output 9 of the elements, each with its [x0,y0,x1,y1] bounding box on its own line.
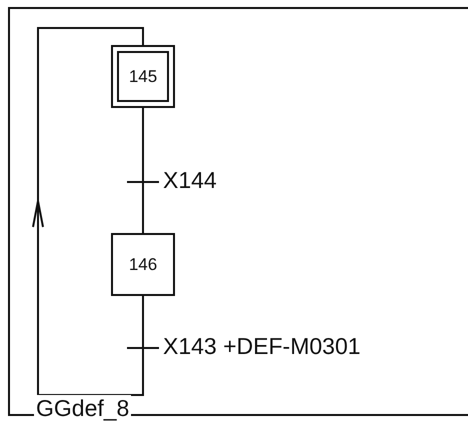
partition-name: GGdef_8 [34,395,132,421]
connector [32,27,144,396]
transition-condition: X143 +DEF-M0301 [163,333,361,359]
step-box: 146 [111,233,175,296]
connector [142,296,144,347]
connector [142,108,144,181]
transition-condition: X144 [163,167,217,193]
connector [142,183,144,233]
initial-step-box: 145 [111,45,175,108]
